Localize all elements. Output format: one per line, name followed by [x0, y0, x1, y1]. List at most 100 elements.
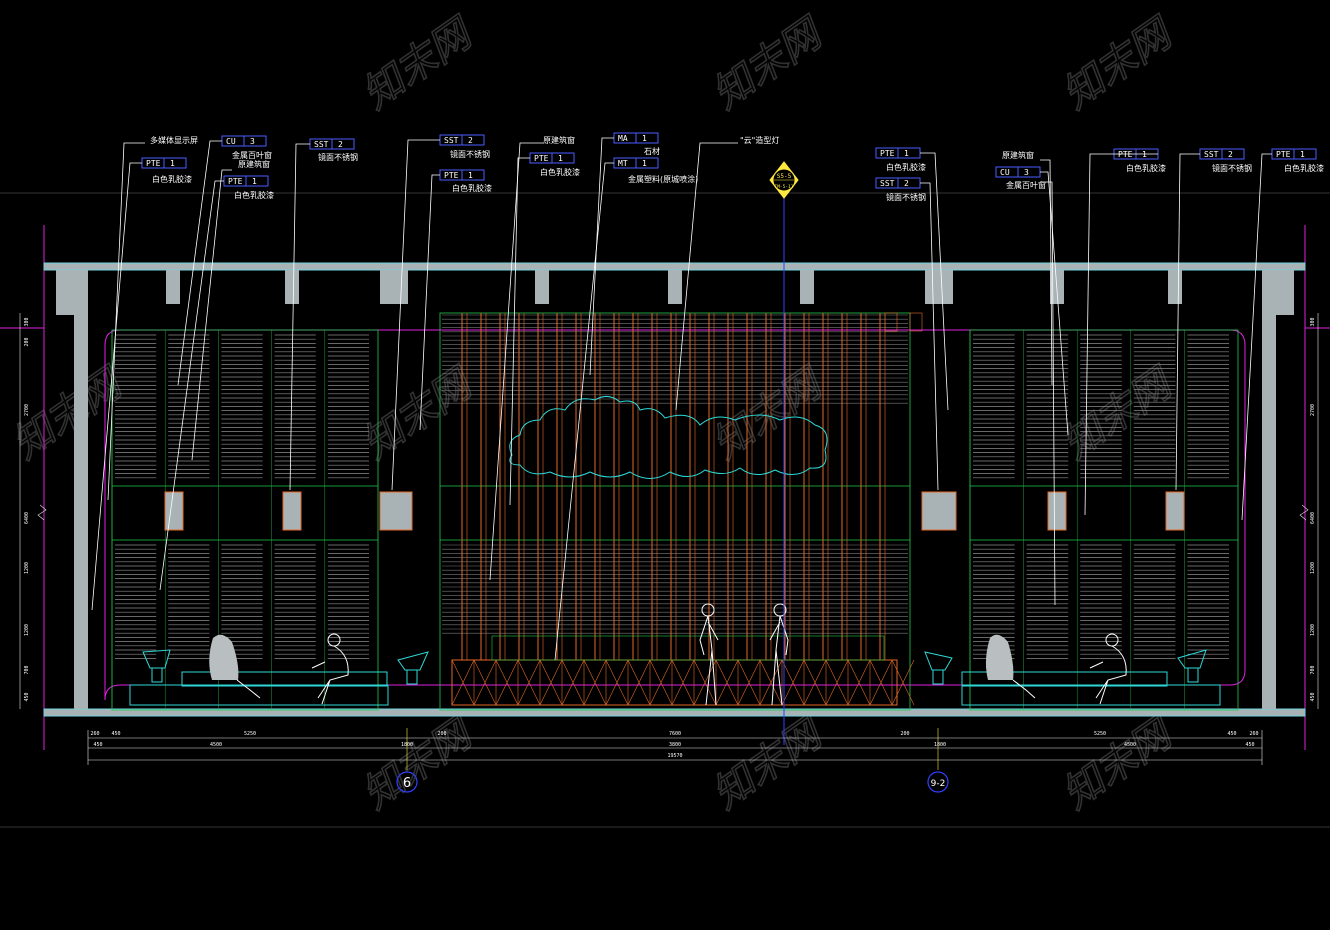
- vertical-dimension-text: 450: [24, 692, 30, 701]
- tag-note: 镜面不锈钢: [886, 192, 926, 202]
- vertical-dimensions: [19, 313, 1319, 709]
- dimension-text: 450: [93, 742, 102, 748]
- tag-num: 2: [468, 136, 473, 145]
- watermark-text: 知末网: [1054, 709, 1183, 818]
- tag-code: PTE: [534, 154, 549, 163]
- tag: PTE 1 白色乳胶漆: [141, 157, 192, 184]
- section-marker-bottom: IM-5-11: [775, 184, 794, 190]
- dim-box: [909, 312, 923, 332]
- column-cladding: [1165, 491, 1185, 531]
- lattice-cross: [869, 659, 893, 706]
- tag: SST 2 镜面不锈钢: [1199, 148, 1252, 173]
- lattice-cross: [627, 659, 651, 706]
- beam: [925, 270, 953, 304]
- dimension-lines: [87, 728, 1263, 770]
- beam: [1168, 270, 1182, 304]
- section-marker-top: S5-5: [777, 173, 792, 180]
- tag-note: 金属百叶窗: [232, 150, 272, 160]
- furniture-right: [924, 649, 1221, 706]
- watermark-text: 知末网: [354, 359, 483, 468]
- watermark-text: 知末网: [1054, 9, 1183, 118]
- tag: SST 2 镜面不锈钢: [439, 134, 490, 159]
- tag: PTE 1 白色乳胶漆: [875, 147, 926, 172]
- watermark-text: 知末网: [1054, 359, 1183, 468]
- metal-rods: [461, 313, 886, 660]
- tag: MT 1 金属塑料(原城喷涂): [613, 157, 698, 184]
- note-original-window: 原建筑窗: [543, 135, 575, 145]
- beam: [668, 270, 682, 304]
- tag-num: 1: [1300, 150, 1305, 159]
- tag: SST 2 镜面不锈钢: [309, 138, 358, 162]
- grid-bubble-right: 9-2: [927, 771, 949, 793]
- watermark-text: 知末网: [704, 359, 833, 468]
- tag-code: PTE: [1276, 150, 1291, 159]
- lattice-cross: [693, 659, 717, 706]
- material-tags: CU 3 金属百叶窗 原建筑窗 PTE 1 白色乳胶漆 PTE 1 白色乳胶漆 …: [141, 132, 1324, 202]
- tag-code: PTE: [1118, 150, 1133, 159]
- right-column-head: [1262, 270, 1294, 315]
- tag-subnote: 原建筑窗: [238, 159, 270, 169]
- dimension-text: 260: [1249, 731, 1258, 737]
- left-louvre-panel: [111, 329, 413, 711]
- vertical-dimension-text: 2700: [24, 404, 30, 416]
- tag-num: 1: [252, 177, 257, 186]
- beam: [535, 270, 549, 304]
- tag: PTE 1 白色乳胶漆: [529, 152, 580, 177]
- dimension-text: 3800: [669, 742, 681, 748]
- tag-note: 石材: [644, 146, 660, 156]
- column-cladding: [921, 491, 957, 531]
- watermark-text: 知末网: [354, 709, 483, 818]
- watermark-group: 知末网 知末网 知末网 知末网 知末网 知末网 知末网 知末网 知末网 知末网: [4, 8, 1184, 819]
- dimension-text: 1800: [401, 742, 413, 748]
- lattice-cross: [825, 659, 849, 706]
- floor-slab: [43, 708, 1306, 717]
- vertical-dimension-text: 300: [24, 317, 30, 326]
- lattice-cross: [561, 659, 585, 706]
- ceiling-slab: [43, 262, 1306, 271]
- lattice-cross: [539, 659, 563, 706]
- lattice-cross: [473, 659, 497, 706]
- lattice-cross: [649, 659, 673, 706]
- outer-frame: [0, 225, 1330, 750]
- lattice-cross: [495, 659, 519, 706]
- furniture-left: [129, 649, 429, 706]
- lattice-cross: [803, 659, 827, 706]
- tag-num: 1: [642, 159, 647, 168]
- tag-code: CU: [226, 137, 236, 146]
- left-column-head: [56, 270, 86, 315]
- central-feature-wall: [439, 312, 915, 711]
- dimension-text: 5250: [244, 731, 256, 737]
- vertical-dimension-text: 1200: [24, 562, 30, 574]
- tag-code: MT: [618, 159, 628, 168]
- tag-code: SST: [444, 136, 459, 145]
- tag: PTE 1 白色乳胶漆: [223, 175, 274, 200]
- vertical-dimension-text: 1200: [1310, 624, 1316, 636]
- tag: 原建筑窗 CU 3 金属百叶窗: [995, 150, 1046, 190]
- lattice-cross: [781, 659, 805, 706]
- human-figures: [209, 603, 1127, 706]
- tag-code: SST: [314, 140, 329, 149]
- note-cloud-lamp: "云"造型灯: [740, 135, 779, 145]
- tag-code: PTE: [146, 159, 161, 168]
- right-column: [1262, 270, 1276, 709]
- tag-code: PTE: [228, 177, 243, 186]
- tag-note-above: 原建筑窗: [1002, 150, 1034, 160]
- vertical-dimension-text: 6400: [1310, 512, 1316, 524]
- grid-label: 6: [403, 776, 411, 791]
- tag-num: 2: [904, 179, 909, 188]
- watermark-text: 知末网: [704, 9, 833, 118]
- left-column: [74, 270, 88, 709]
- tag-note: 镜面不锈钢: [450, 149, 490, 159]
- tag-note: 白色乳胶漆: [540, 167, 580, 177]
- section-marker: S5-5 IM-5-11: [769, 161, 799, 199]
- tag-num: 1: [468, 171, 473, 180]
- lattice-cross: [517, 659, 541, 706]
- lattice-cross: [759, 659, 783, 706]
- vertical-dimension-text: 300: [1310, 317, 1316, 326]
- tag: CU 3 金属百叶窗 原建筑窗: [221, 135, 272, 169]
- grid-bubble-left: 6: [396, 771, 418, 793]
- tag-num: 1: [904, 149, 909, 158]
- tag-num: 3: [1024, 168, 1029, 177]
